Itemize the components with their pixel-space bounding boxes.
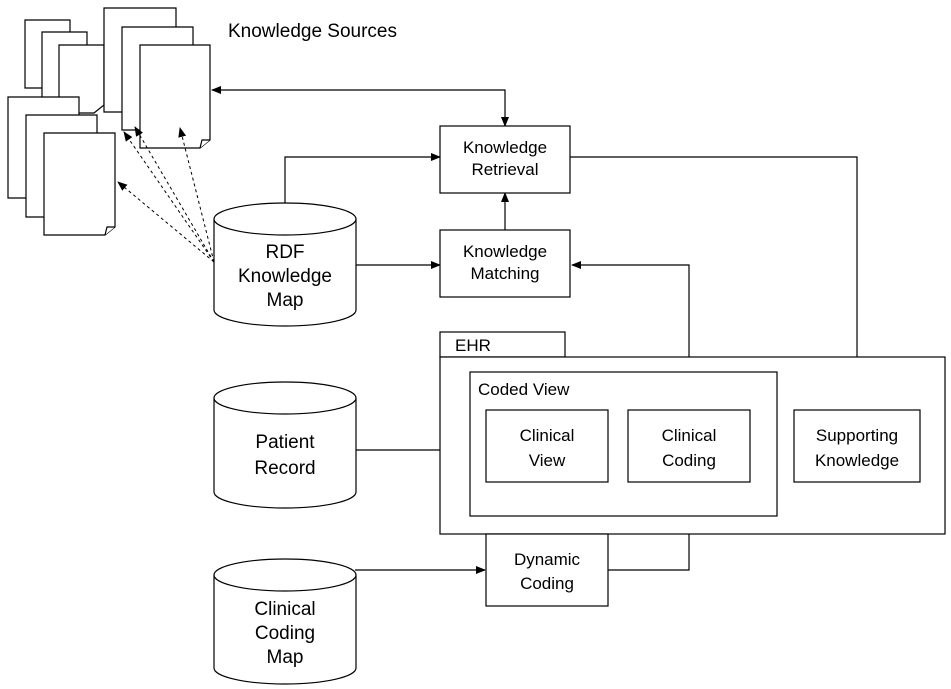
knowledge-matching-label: Knowledge bbox=[463, 242, 547, 261]
knowledge-matching-label: Matching bbox=[471, 264, 540, 283]
rdf-knowledge-map-label: Knowledge bbox=[238, 266, 332, 287]
rdf-to-retrieval-link bbox=[284, 153, 441, 205]
rdf-knowledge-map-database: RDF Knowledge Map bbox=[213, 202, 357, 327]
rdf-knowledge-map-label: RDF bbox=[265, 242, 304, 263]
document-icon bbox=[139, 44, 211, 149]
clinical-coding-label: Clinical bbox=[662, 426, 717, 445]
rdf-knowledge-map-label: Map bbox=[267, 290, 304, 311]
supporting-knowledge-box: Supporting Knowledge bbox=[793, 409, 921, 483]
clinical-coding-label: Coding bbox=[662, 451, 716, 470]
knowledge-retrieval-label: Retrieval bbox=[471, 160, 538, 179]
rdf-to-sources-links bbox=[117, 126, 215, 263]
clinical-view-box: Clinical View bbox=[485, 409, 609, 483]
clinical-coding-map-label: Coding bbox=[255, 623, 315, 644]
patient-record-label: Patient bbox=[255, 432, 315, 453]
supporting-knowledge-label: Knowledge bbox=[815, 451, 899, 470]
patient-record-label: Record bbox=[254, 458, 315, 479]
knowledge-retrieval-box: Knowledge Retrieval bbox=[439, 125, 571, 194]
knowledge-retrieval-label: Knowledge bbox=[463, 138, 547, 157]
coded-view-label: Coded View bbox=[478, 380, 570, 399]
sources-retrieval-link bbox=[211, 86, 509, 127]
clinical-coding-map-label: Clinical bbox=[254, 599, 315, 620]
retrieval-to-supporting-link bbox=[570, 156, 861, 411]
supporting-knowledge-label: Supporting bbox=[816, 426, 898, 445]
clinical-coding-box: Clinical Coding bbox=[627, 409, 751, 483]
clinical-coding-map-label: Map bbox=[267, 647, 304, 668]
clinical-view-label: Clinical bbox=[520, 426, 575, 445]
dynamic-coding-box: Dynamic Coding bbox=[485, 533, 609, 607]
clinical-coding-map-database: Clinical Coding Map bbox=[213, 558, 357, 685]
knowledge-matching-box: Knowledge Matching bbox=[439, 229, 571, 298]
document-icon bbox=[43, 132, 116, 236]
knowledge-source-documents bbox=[7, 7, 211, 236]
clinical-view-label: View bbox=[529, 451, 566, 470]
knowledge-sources-label: Knowledge Sources bbox=[228, 21, 397, 42]
dynamic-coding-label: Dynamic bbox=[514, 550, 581, 569]
patient-record-database: Patient Record bbox=[213, 381, 357, 509]
ehr-tab-label: EHR bbox=[455, 336, 491, 355]
dynamic-coding-label: Coding bbox=[520, 574, 574, 593]
